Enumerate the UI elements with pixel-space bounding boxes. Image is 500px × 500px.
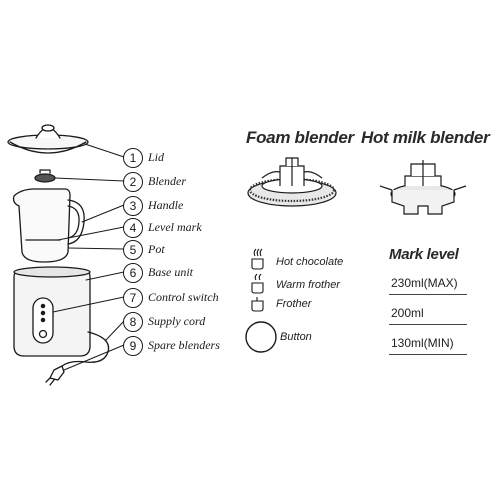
part-label-pot: Pot — [148, 242, 165, 256]
part-label-level-mark: Level mark — [148, 220, 202, 234]
part-number-2: 2 — [123, 172, 143, 192]
pot-illustration — [12, 188, 85, 263]
part-number-9: 9 — [123, 336, 143, 356]
part-label-supply-cord: Supply cord — [148, 314, 206, 328]
level-mid: 200ml — [391, 306, 424, 320]
lid-illustration — [7, 124, 89, 154]
level-min-rule — [389, 354, 467, 355]
button-circle-icon — [245, 321, 277, 353]
hot-milk-blender-title: Hot milk blender — [361, 128, 490, 147]
supply-cord-illustration — [45, 331, 110, 386]
frother-icon — [251, 297, 264, 312]
legend-label-warm-frother: Warm frother — [276, 279, 340, 291]
part-number-3: 3 — [123, 196, 143, 216]
level-min: 130ml(MIN) — [391, 336, 454, 350]
part-label-lid: Lid — [148, 150, 165, 164]
part-number-8: 8 — [123, 312, 143, 332]
part-number-7: 7 — [123, 288, 143, 308]
hot-milk-blender-illustration — [379, 160, 467, 215]
mark-level-title: Mark level — [389, 246, 459, 263]
level-max-rule — [389, 294, 467, 295]
part-number-1: 1 — [123, 148, 143, 168]
part-label-control-switch: Control switch — [148, 290, 219, 304]
part-label-base-unit: Base unit — [148, 265, 193, 279]
level-mid-rule — [389, 324, 467, 325]
hot-chocolate-icon — [251, 248, 264, 270]
foam-blender-title: Foam blender — [246, 128, 354, 147]
warm-frother-icon — [251, 273, 264, 294]
foam-blender-illustration — [247, 157, 337, 207]
legend-label-frother: Frother — [276, 298, 312, 310]
part-label-blender: Blender — [148, 174, 186, 188]
part-label-handle: Handle — [148, 198, 184, 212]
part-number-4: 4 — [123, 218, 143, 238]
button-label: Button — [280, 331, 312, 343]
base-unit-illustration — [13, 266, 91, 357]
legend-label-hot-chocolate: Hot chocolate — [276, 256, 344, 268]
blender-illustration — [34, 169, 56, 183]
part-number-6: 6 — [123, 263, 143, 283]
part-number-5: 5 — [123, 240, 143, 260]
level-max: 230ml(MAX) — [391, 276, 458, 290]
part-label-spare-blenders: Spare blenders — [148, 338, 220, 352]
